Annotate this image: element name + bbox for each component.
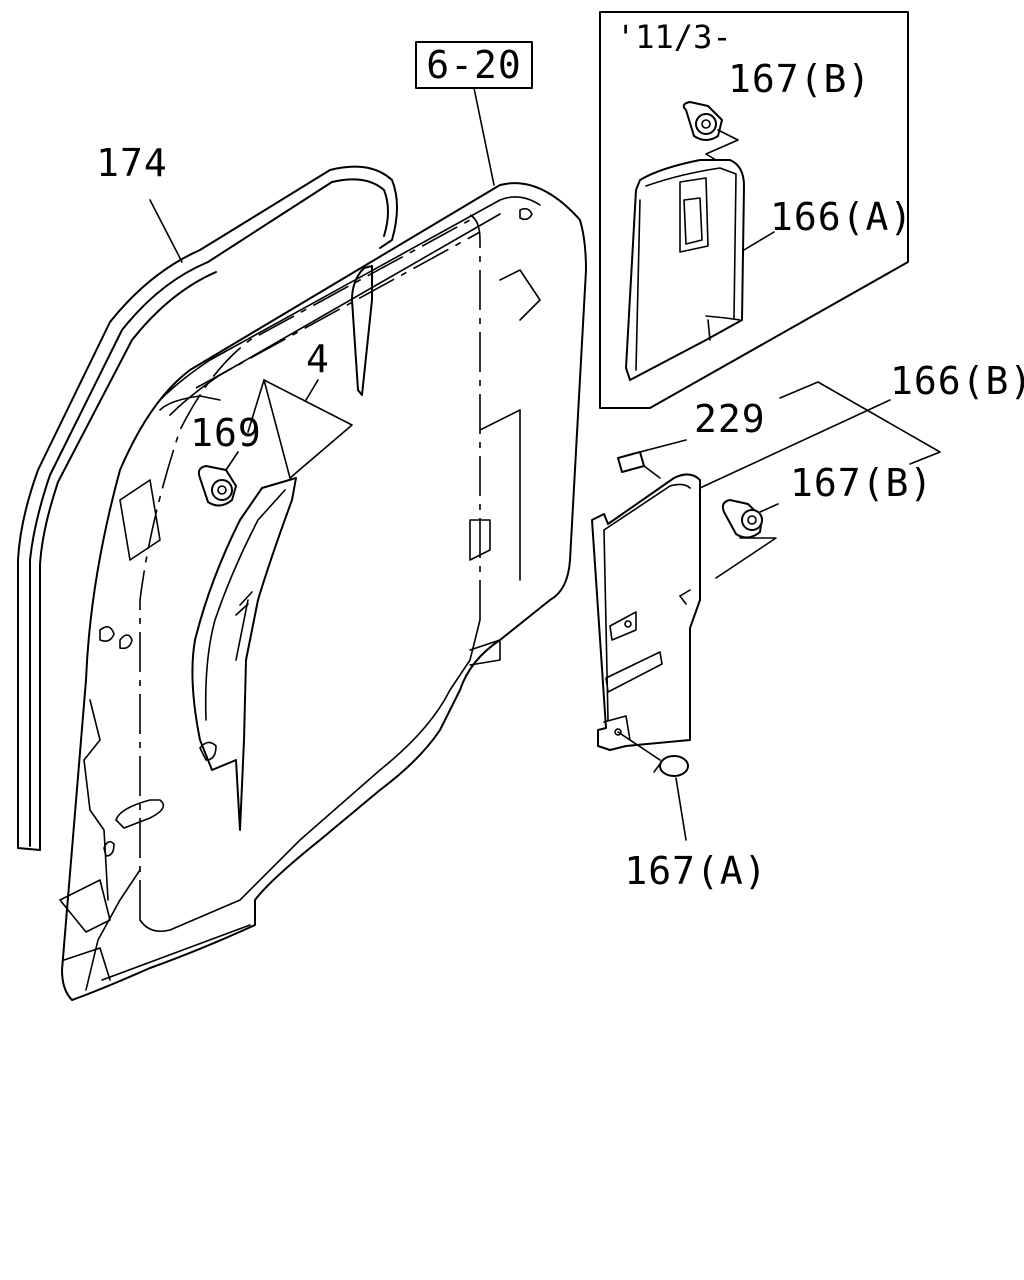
door-inner-panel	[59, 182, 587, 1001]
clip-167b: 167(B)	[715, 461, 933, 579]
label-229: 229	[694, 397, 766, 441]
trim-panel-166b: 166(B)	[591, 359, 1024, 751]
inset-box: '11/3- 167(B) 166(A)	[599, 11, 913, 409]
label-174: 174	[96, 141, 168, 185]
weatherstrip-174: 174	[17, 141, 398, 851]
label-167a: 167(A)	[624, 849, 767, 893]
ref-box-label: 6-20	[426, 43, 522, 87]
label-167b-lower: 167(B)	[790, 461, 933, 505]
reference-box-6-20: 6-20	[415, 41, 533, 186]
clip-169: 169	[190, 411, 262, 507]
label-169: 169	[190, 411, 262, 455]
label-167b-inset: 167(B)	[728, 57, 871, 101]
inset-date-label: '11/3-	[616, 18, 732, 56]
seal-229: 229	[617, 381, 941, 479]
label-4: 4	[306, 337, 330, 381]
clip-167a: 167(A)	[617, 731, 767, 893]
pillar-garnish-4: 4	[191, 337, 353, 831]
label-166a: 166(A)	[770, 195, 913, 239]
label-166b: 166(B)	[890, 359, 1024, 403]
